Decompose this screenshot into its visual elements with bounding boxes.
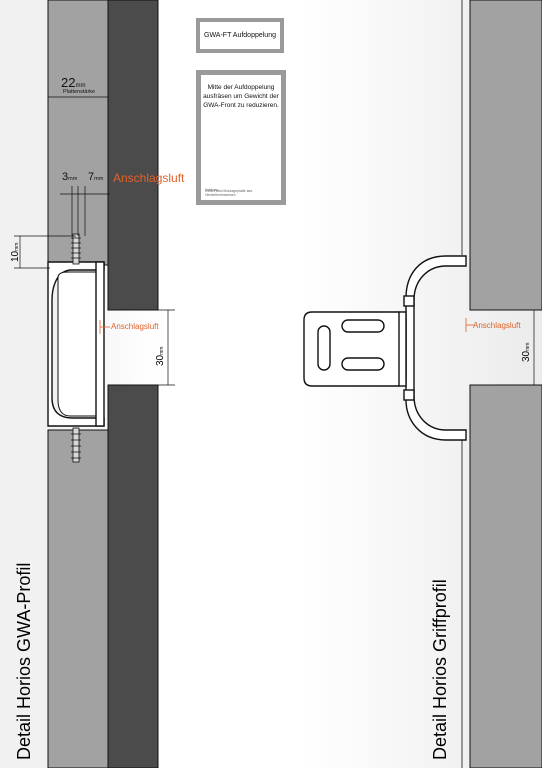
left-carcass-panel-top	[107, 0, 159, 311]
left-gwa-profile	[47, 261, 105, 427]
dimension-a: 3mm	[62, 171, 78, 183]
left-gap-dimension: 30mm	[155, 346, 166, 366]
note-hint-line1: Achtung:	[205, 188, 219, 192]
note-large-text: Mitte der Aufdoppelung ausfräsen um Gewi…	[203, 84, 279, 109]
thickness-label: Plattenstärke	[63, 89, 96, 95]
right-carcass-panel-bottom	[469, 384, 542, 768]
right-handle-profile	[403, 255, 467, 441]
note-hint-line2: GWA-Front Montageplatte laut Herstellerh…	[205, 189, 253, 197]
right-clearance-marker	[465, 318, 474, 332]
right-carcass-panel-top	[469, 0, 542, 311]
left-front-panel-bottom	[47, 429, 109, 768]
clearance-label-large: Anschlagsluft	[113, 171, 185, 185]
right-clearance-label: Anschlagsluft	[473, 321, 521, 330]
left-detail-title: Detail Horios GWA-Profil	[14, 562, 34, 760]
dimension-c: 10mm	[10, 242, 21, 262]
right-detail-title: Detail Horios Griffprofil	[430, 579, 450, 760]
note-box-small: GWA-FT Aufdoppelung	[196, 18, 284, 53]
dimension-b: 7mm	[88, 171, 104, 183]
left-dimension-lines	[14, 90, 169, 385]
right-mounting-bracket	[303, 311, 407, 387]
thickness-dimension: 22mm	[61, 75, 86, 90]
left-carcass-panel-bottom	[107, 384, 159, 768]
note-box-large: Mitte der Aufdoppelung ausfräsen um Gewi…	[196, 70, 286, 205]
left-clearance-marker	[99, 320, 110, 334]
note-small-text: GWA-FT Aufdoppelung	[200, 22, 280, 49]
right-gap-dimension: 30mm	[521, 342, 532, 362]
left-screw-anchors	[71, 233, 81, 463]
clearance-label-small: Anschlagsluft	[111, 322, 159, 331]
